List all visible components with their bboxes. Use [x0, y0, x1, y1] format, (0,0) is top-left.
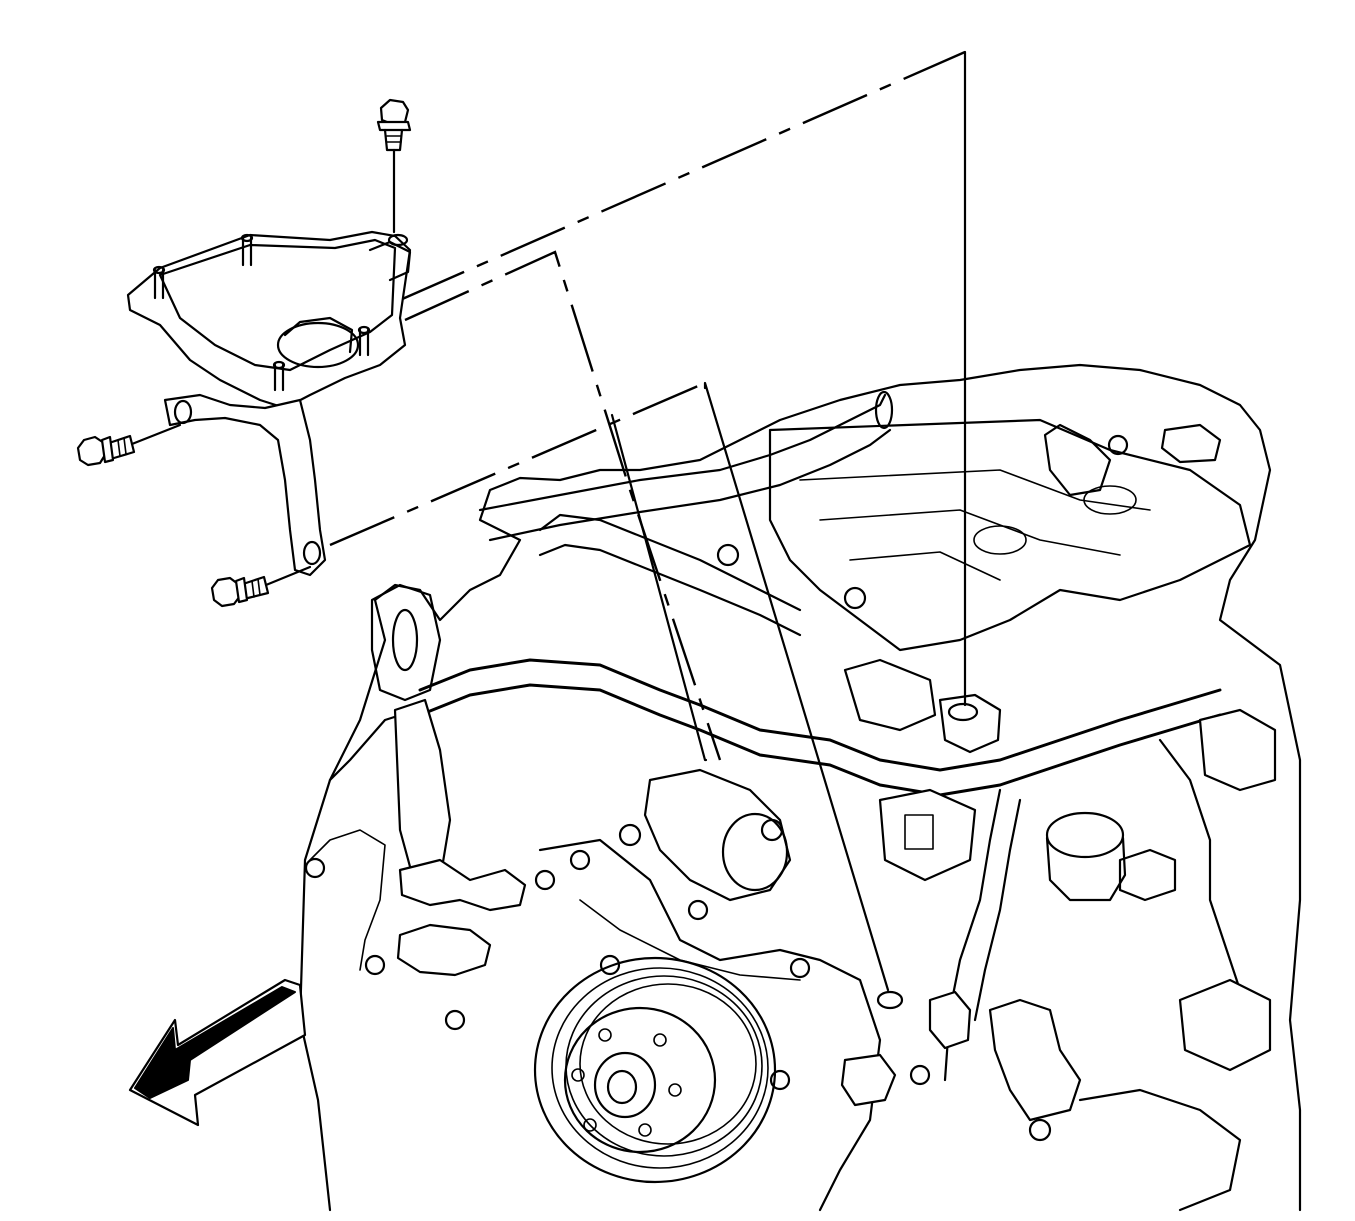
bracket-tab	[368, 240, 412, 282]
valve-cover-rib-2	[819, 509, 1121, 556]
oil-filler-cap	[1045, 811, 1125, 859]
alignment-line-lower-2	[329, 381, 706, 547]
coolant-fitting-lower	[988, 998, 1082, 1122]
alignment-line-lower-3	[610, 413, 708, 762]
valve-cover-rib-1	[799, 469, 1151, 511]
throttle-elbow-opening	[721, 812, 789, 892]
bracket-leg-hole-lower	[302, 540, 322, 566]
engine-bolt-14	[304, 857, 326, 879]
crank-pulley-groove-3	[579, 983, 757, 1145]
crank-pulley-bore	[606, 1069, 638, 1105]
bracket-leg	[163, 393, 327, 577]
bracket-leg-hole-upper	[173, 399, 193, 425]
crank-pulley-hub	[593, 1051, 657, 1119]
bracket-plate	[126, 230, 412, 410]
engine-outline	[298, 363, 1302, 1212]
valve-cover	[768, 418, 1252, 652]
valve-cover-bracket	[1043, 423, 1112, 497]
engine-bolt-2	[843, 586, 867, 610]
lower-right-block	[1078, 1088, 1242, 1212]
bolt-left-lower	[210, 565, 312, 608]
engine-bolt-6	[534, 869, 556, 891]
upper-hose	[478, 393, 887, 512]
alignment-lines	[329, 50, 967, 992]
bracket-stud-4	[272, 360, 286, 392]
fitting-left-2	[396, 923, 492, 977]
engine-bolt-3	[760, 818, 784, 842]
wiring-harness-branch-3	[973, 798, 1022, 1022]
connector-center-pins	[904, 814, 934, 850]
lifting-bracket	[370, 583, 442, 702]
connector-bottom	[840, 1053, 897, 1107]
bracket-stud-2	[240, 233, 254, 267]
sensor-connector-top	[1160, 423, 1222, 464]
bolt-left-upper	[76, 423, 182, 467]
ground-strap	[309, 829, 386, 971]
engine-bolt-12	[769, 1069, 791, 1091]
engine-bolt-11	[364, 954, 386, 976]
bracket-mount-hole-engine	[947, 702, 979, 722]
top-nut	[1107, 434, 1129, 456]
hose-end	[874, 390, 894, 430]
mount-hole-lower-engine	[876, 990, 904, 1010]
bracket-stud-1	[152, 265, 166, 300]
engine-bolt-15	[1028, 1118, 1052, 1142]
connector-upper	[843, 658, 937, 732]
direction-arrow-icon	[128, 978, 307, 1127]
connector-far-right	[1198, 708, 1277, 792]
pulley-bolt-hole-5	[583, 1118, 597, 1132]
mounting-bracket	[126, 230, 412, 577]
valve-cover-boss-2	[1083, 485, 1137, 515]
engine-bolt-8	[687, 899, 709, 921]
bracket-center-recess	[283, 316, 354, 354]
engine-bolt-7	[599, 954, 621, 976]
pulley-bolt-hole-4	[638, 1123, 652, 1137]
throttle-elbow	[643, 768, 792, 902]
engine-bolt-10	[444, 1009, 466, 1031]
engine-bolt-9	[789, 957, 811, 979]
sensor-left-1	[393, 698, 452, 887]
crank-pulley-outer	[533, 956, 777, 1184]
alignment-line-top	[399, 50, 966, 302]
bracket-center-boss	[276, 321, 360, 369]
connector-center	[878, 788, 977, 882]
bracket-top-hole	[387, 233, 409, 247]
bolt-top	[376, 98, 412, 234]
bolt-icon	[76, 98, 412, 608]
engine-bolt-5	[569, 849, 591, 871]
pulley-bolt-hole-1	[598, 1028, 612, 1042]
direction-arrow-outline	[128, 978, 307, 1127]
engine-bolt-1	[716, 543, 740, 567]
wiring-harness-main-b	[418, 683, 1222, 797]
tube-pipe	[538, 513, 802, 612]
valve-cover-boss-1	[973, 525, 1027, 555]
engine-bolt-13	[909, 1064, 931, 1086]
bracket-stud-3	[357, 325, 371, 357]
engine-assembly	[298, 363, 1302, 1212]
bracket-plate-top-face	[158, 238, 397, 372]
upper-hose-b	[488, 428, 892, 542]
wiring-harness-main	[418, 658, 1222, 772]
pulley-bolt-hole-2	[653, 1033, 667, 1047]
mount-boss-engine	[938, 693, 1002, 754]
engine-bolt-4	[618, 823, 642, 847]
lifting-eye-hole	[391, 608, 419, 672]
pulley-bolt-hole-6	[571, 1068, 585, 1082]
wiring-harness-branch-4	[1158, 738, 1252, 1022]
fitting-left	[398, 858, 527, 912]
valve-cover-rib-3	[849, 551, 1001, 581]
oil-filler-neck	[1045, 836, 1127, 902]
tube-pipe-b	[538, 543, 802, 637]
connector-right	[1118, 848, 1177, 902]
alignment-line-lower-1	[703, 381, 890, 992]
sensor-lower-center	[928, 990, 972, 1050]
pulley-bolt-hole-3	[668, 1083, 682, 1097]
alignment-line-mid	[404, 250, 722, 761]
direction-arrow-shade	[134, 986, 296, 1099]
front-cover	[538, 838, 882, 1212]
crank-pulley-groove-1	[551, 967, 769, 1169]
connector-lower-right	[1178, 978, 1272, 1072]
crank-pulley-face	[563, 1006, 717, 1154]
